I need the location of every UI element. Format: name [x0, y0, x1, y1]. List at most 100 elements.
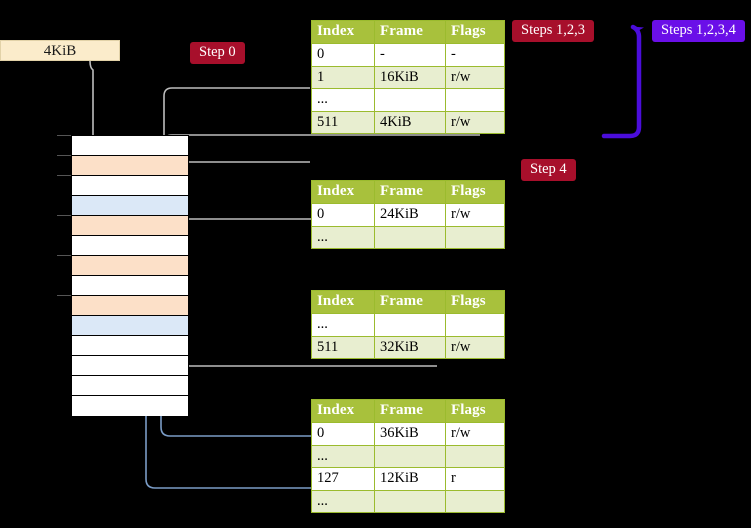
size-label-box: 4KiB — [0, 40, 120, 61]
memory-frame-row — [72, 196, 188, 216]
memory-frame-row — [72, 276, 188, 296]
memory-frame-row — [72, 256, 188, 276]
cell-frame: 36KiB — [374, 422, 446, 446]
memory-frame-row — [72, 316, 188, 336]
cell-index: ... — [311, 489, 375, 513]
cell-flags: r — [445, 467, 505, 491]
column-header-index: Index — [311, 20, 375, 44]
memory-frame-tick — [57, 155, 71, 156]
cell-frame: - — [374, 43, 446, 67]
table-row[interactable]: ... — [311, 225, 505, 249]
memory-frame-row — [72, 236, 188, 256]
cell-flags — [445, 444, 505, 468]
cell-flags — [445, 225, 505, 249]
memory-frame-tick — [57, 295, 71, 296]
memory-frame-row — [72, 336, 188, 356]
badge-step-0-label: Step 0 — [199, 44, 236, 60]
cell-frame — [374, 88, 446, 112]
cell-frame: 16KiB — [374, 65, 446, 89]
column-header-flags: Flags — [445, 290, 505, 314]
column-header-frame: Frame — [374, 399, 446, 423]
table-row[interactable]: ... — [311, 88, 505, 112]
cell-index: 511 — [311, 110, 375, 134]
cell-index: ... — [311, 313, 375, 337]
badge-step-4-label: Step 4 — [530, 161, 567, 177]
cell-index: 1 — [311, 65, 375, 89]
column-header-index: Index — [311, 290, 375, 314]
cell-frame: 12KiB — [374, 467, 446, 491]
memory-frame-row — [72, 376, 188, 396]
column-header-index: Index — [311, 180, 375, 204]
cell-flags: r/w — [445, 110, 505, 134]
column-header-frame: Frame — [374, 290, 446, 314]
memory-frame-row — [72, 216, 188, 236]
cell-flags — [445, 88, 505, 112]
badge-steps-123-label: Steps 1,2,3 — [521, 22, 586, 38]
column-header-index: Index — [311, 399, 375, 423]
memory-frame-row — [72, 176, 188, 196]
cell-frame — [374, 489, 446, 513]
column-header-flags: Flags — [445, 20, 505, 44]
memory-frame-tick — [57, 175, 71, 176]
steps-1234-bracket-arrow — [601, 24, 644, 139]
cell-index: 127 — [311, 467, 375, 491]
badge-step-4: Step 4 — [521, 159, 576, 181]
table-row[interactable]: ... — [311, 444, 505, 468]
memory-frame-tick — [57, 135, 71, 136]
table-row[interactable]: ... — [311, 313, 505, 337]
column-header-flags: Flags — [445, 399, 505, 423]
cell-index: 0 — [311, 422, 375, 446]
memory-frame-row — [72, 356, 188, 376]
cell-flags — [445, 313, 505, 337]
cell-frame: 32KiB — [374, 335, 446, 359]
memory-frame-tick — [57, 215, 71, 216]
memory-frame-row — [72, 296, 188, 316]
memory-frame-row — [72, 136, 188, 156]
column-header-flags: Flags — [445, 180, 505, 204]
cell-frame — [374, 313, 446, 337]
cell-flags: r/w — [445, 65, 505, 89]
size-label-text: 4KiB — [43, 43, 77, 59]
memory-frame-tick — [57, 255, 71, 256]
cell-index: ... — [311, 225, 375, 249]
column-header-frame: Frame — [374, 180, 446, 204]
cell-index: 511 — [311, 335, 375, 359]
cell-index: ... — [311, 88, 375, 112]
table-row[interactable]: ... — [311, 489, 505, 513]
cell-flags: r/w — [445, 422, 505, 446]
cell-frame — [374, 444, 446, 468]
memory-frame-row — [72, 156, 188, 176]
cell-frame — [374, 225, 446, 249]
cell-flags — [445, 489, 505, 513]
physical-memory-column — [71, 135, 189, 416]
badge-steps-123: Steps 1,2,3 — [512, 20, 595, 42]
cell-index: ... — [311, 444, 375, 468]
cell-flags: - — [445, 43, 505, 67]
badge-steps-1234-label: Steps 1,2,3,4 — [661, 22, 736, 38]
cell-index: 0 — [311, 203, 375, 227]
cell-index: 0 — [311, 43, 375, 67]
wire-memory-to-l1-row1 — [171, 149, 310, 163]
badge-step-0: Step 0 — [190, 42, 245, 64]
badge-steps-1234: Steps 1,2,3,4 — [652, 20, 745, 42]
cell-flags: r/w — [445, 203, 505, 227]
column-header-frame: Frame — [374, 20, 446, 44]
table-row[interactable]: 0-- — [311, 43, 505, 67]
cell-frame: 4KiB — [374, 110, 446, 134]
cell-flags: r/w — [445, 335, 505, 359]
